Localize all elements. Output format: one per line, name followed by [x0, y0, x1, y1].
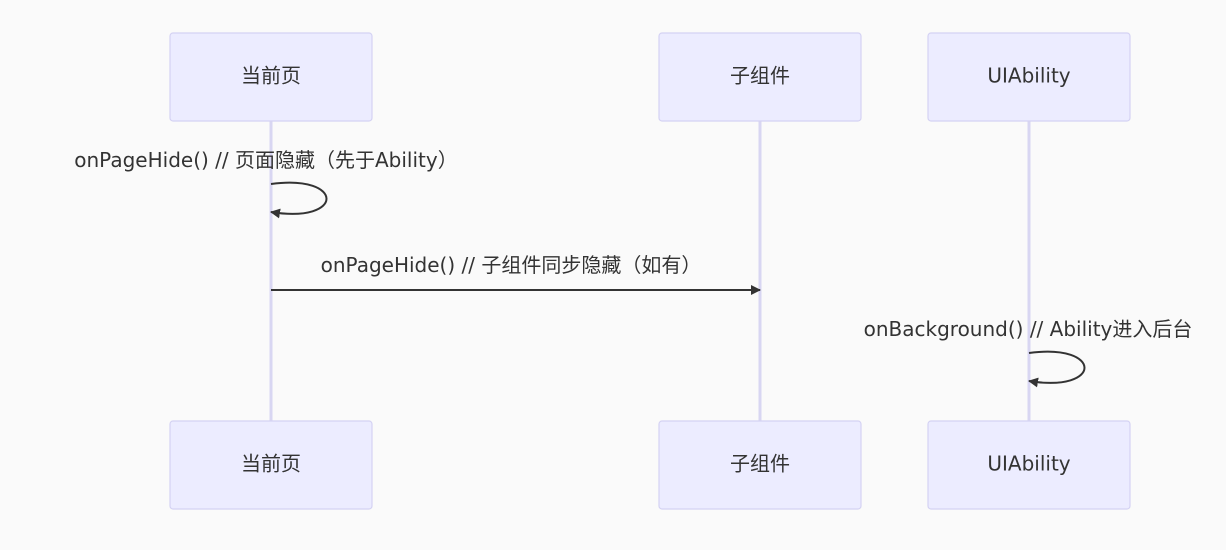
message-label: onPageHide() // 页面隐藏（先于Ability） [74, 148, 457, 172]
actor-child-top: 子组件 [658, 32, 862, 122]
actor-ability-top: UIAbility [927, 32, 1131, 122]
message-label: onPageHide() // 子组件同步隐藏（如有） [321, 253, 702, 277]
actor-label: UIAbility [987, 64, 1070, 88]
actor-label: 当前页 [241, 64, 301, 88]
actor-ability-bottom: UIAbility [927, 420, 1131, 510]
actor-child-bottom: 子组件 [658, 420, 862, 510]
actor-label: 子组件 [730, 64, 790, 88]
self-message-arrow [1028, 350, 1086, 388]
actor-label: 当前页 [241, 452, 301, 476]
actor-label: 子组件 [730, 452, 790, 476]
self-message-arrow [270, 181, 328, 219]
message-label: onBackground() // Ability进入后台 [864, 317, 1193, 341]
actor-page-bottom: 当前页 [169, 420, 373, 510]
actor-page-top: 当前页 [169, 32, 373, 122]
actor-label: UIAbility [987, 452, 1070, 476]
